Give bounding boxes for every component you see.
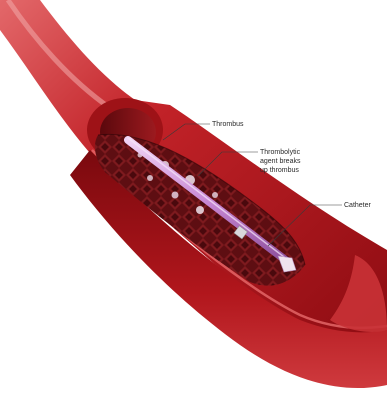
label-catheter: Catheter: [344, 202, 372, 209]
label-agent-line1: Thrombolytic: [260, 149, 301, 156]
label-agent-line2: agent breaks: [260, 158, 301, 165]
label-agent-line3: up thrombus: [260, 167, 299, 174]
label-thrombus: Thrombus: [212, 121, 244, 128]
